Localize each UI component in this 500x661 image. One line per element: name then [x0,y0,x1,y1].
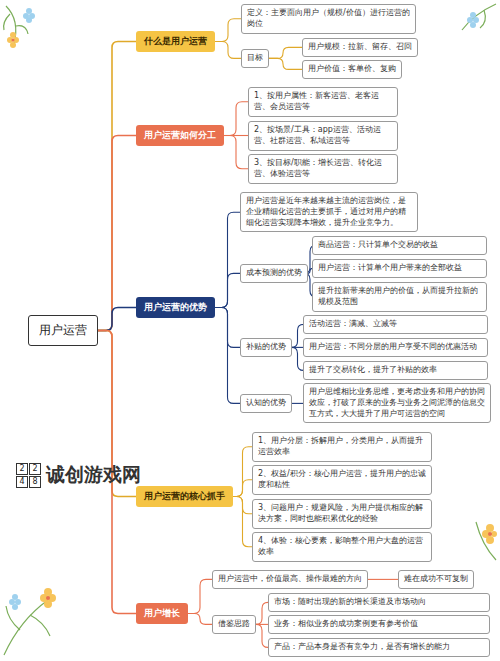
connector-line [215,212,240,307]
connector-line [233,497,252,547]
node-text: 商品运营：只计算单个交易的收益 [318,240,481,251]
connector-line [233,480,252,497]
icon-digit: 8 [29,476,41,488]
topic-box: 提升拉新带来的用户的价值，从而提升拉新的规模及范围 [312,282,487,312]
node-text: 什么是用户运营 [144,35,207,48]
node-text: 目标 [247,53,263,64]
connector-line [215,273,240,307]
topic-box: 用户运营是近年来越来越主流的运营岗位，是企业精细化运营的主要抓手，通过对用户的精… [240,192,418,232]
node-text: 成本预测的优势 [246,268,302,279]
topic-box: 借鉴思路 [212,615,256,634]
topic-box: 认知的优势 [240,394,292,413]
topic-box: 2、按场景/工具：app运营、活动运营、社群运营、私域运营等 [248,121,398,151]
connector-line [224,136,248,169]
topic-box: 商品运营：只计算单个交易的收益 [312,236,487,255]
topic-box: 用户运营：计算单个用户带来的全部收益 [312,259,487,278]
node-text: 用户规模：拉新、留存、召回 [308,42,412,53]
connector-line [233,447,252,497]
node-text: 用户价值：客单价、复购 [308,64,396,75]
connector-line [256,602,268,624]
topic-box: 目标 [241,49,269,68]
node-text: 用户运营中，价值最高、操作最难的方向 [218,574,362,585]
branch-node: 用户运营的优势 [136,297,215,318]
branch-node: 用户运营如何分工 [136,125,224,146]
topic-box: 用户运营中，价值最高、操作最难的方向 [212,570,368,589]
node-text: 用户运营：不同分层的用户享受不同的优惠活动 [309,342,482,353]
topic-box: 提升了交易转化，提升了补贴的效率 [303,361,488,380]
node-text: 产品：产品本身是否有竞争力，是否有增长的能力 [274,642,484,653]
connector-line [292,324,304,347]
root-node: 用户运营 [28,315,98,346]
connector-line [269,58,302,69]
topic-box: 成本预测的优势 [240,264,308,283]
icon-digit: 4 [16,476,28,488]
topic-box: 产品：产品本身是否有竞争力，是否有增长的能力 [268,638,490,657]
connector-line [368,579,398,580]
node-text: 用户运营 [39,322,87,339]
node-text: 1、按用户属性：新客运营、老客运营、会员运营等 [254,91,392,113]
connector-line [292,403,303,404]
watermark-text: 诚创游戏网 [46,462,141,488]
connector-line [98,308,136,331]
connector-line [98,42,136,331]
node-text: 补贴的优势 [246,342,286,353]
branch-node: 用户运营的核心抓手 [136,486,233,507]
node-text: 用户运营是近年来越来越主流的运营岗位，是企业精细化运营的主要抓手，通过对用户的精… [246,196,412,228]
node-text: 用户思维相比业务思维，更考虑业务和用户的协同效应，打破了原来的业务与业务之间泥潭… [309,387,485,419]
topic-box: 市场：随时出现的新的增长渠道及市场动向 [268,593,490,612]
node-text: 定义：主要面向用户（规模/价值）进行运营的岗位 [247,8,410,30]
node-text: 难在成功不可复制 [404,574,468,585]
node-text: 借鉴思路 [218,619,250,630]
icon-digit: 2 [16,463,28,475]
topic-box: 活动运营：满减、立减等 [303,315,488,334]
node-text: 3、按目标/职能：增长运营、转化运营、体验运营等 [254,158,392,180]
node-text: 认知的优势 [246,398,286,409]
topic-box: 定义：主要面向用户（规模/价值）进行运营的岗位 [241,4,416,34]
connector-line [269,47,302,58]
connector-line [292,347,304,370]
topic-box: 业务：相似业务的成功案例更有参考价值 [268,615,490,634]
connector-line [215,308,240,404]
topic-box: 用户价值：客单价、复购 [302,60,402,79]
node-text: 业务：相似业务的成功案例更有参考价值 [274,619,484,630]
node-text: 用户运营如何分工 [144,129,216,142]
topic-box: 1、用户分层：拆解用户，分类用户，从而提升运营效率 [252,432,432,462]
topic-box: 4、体验：核心要素，影响整个用户大盘的运营效率 [252,532,432,562]
node-text: 2、权益/积分：核心用户运营，提升用户的忠诚度和粘性 [258,469,426,491]
node-text: 提升了交易转化，提升了补贴的效率 [309,365,482,376]
node-text: 提升拉新带来的用户的价值，从而提升拉新的规模及范围 [318,286,481,308]
node-text: 活动运营：满减、立减等 [309,319,482,330]
watermark-icon: 2248 [16,463,41,488]
branch-node: 用户增长 [136,603,188,624]
topic-box: 2、权益/积分：核心用户运营，提升用户的忠诚度和粘性 [252,465,432,495]
connector-line [256,624,268,647]
connector-line [98,136,136,331]
topic-box: 用户运营：不同分层的用户享受不同的优惠活动 [303,338,488,357]
node-text: 3、问题用户：规避风险，为用户提供相应的解决方案，同时也能积累优化的经验 [258,503,426,525]
topic-box: 1、按用户属性：新客运营、老客运营、会员运营等 [248,87,398,117]
node-text: 用户运营的优势 [144,301,207,314]
topic-box: 用户规模：拉新、留存、召回 [302,38,418,57]
icon-digit: 2 [29,463,41,475]
connector-line [188,614,212,625]
topic-box: 用户思维相比业务思维，更考虑业务和用户的协同效应，打破了原来的业务与业务之间泥潭… [303,383,491,423]
connector-line [224,102,248,136]
connector-line [215,42,241,59]
node-text: 2、按场景/工具：app运营、活动运营、社群运营、私域运营等 [254,125,392,147]
topic-box: 3、按目标/职能：增长运营、转化运营、体验运营等 [248,154,398,184]
connector-line [188,579,212,613]
topic-box: 难在成功不可复制 [398,570,474,589]
node-text: 4、体验：核心要素，影响整个用户大盘的运营效率 [258,536,426,558]
topic-box: 3、问题用户：规避风险，为用户提供相应的解决方案，同时也能积累优化的经验 [252,499,432,529]
branch-node: 什么是用户运营 [136,31,215,52]
node-text: 市场：随时出现的新的增长渠道及市场动向 [274,597,484,608]
node-text: 用户增长 [144,607,180,620]
topic-box: 补贴的优势 [240,338,292,357]
watermark: 2248诚创游戏网 [16,462,141,488]
connector-line [215,19,241,42]
node-text: 1、用户分层：拆解用户，分类用户，从而提升运营效率 [258,436,426,458]
node-text: 用户运营的核心抓手 [144,490,225,503]
node-text: 用户运营：计算单个用户带来的全部收益 [318,263,481,274]
